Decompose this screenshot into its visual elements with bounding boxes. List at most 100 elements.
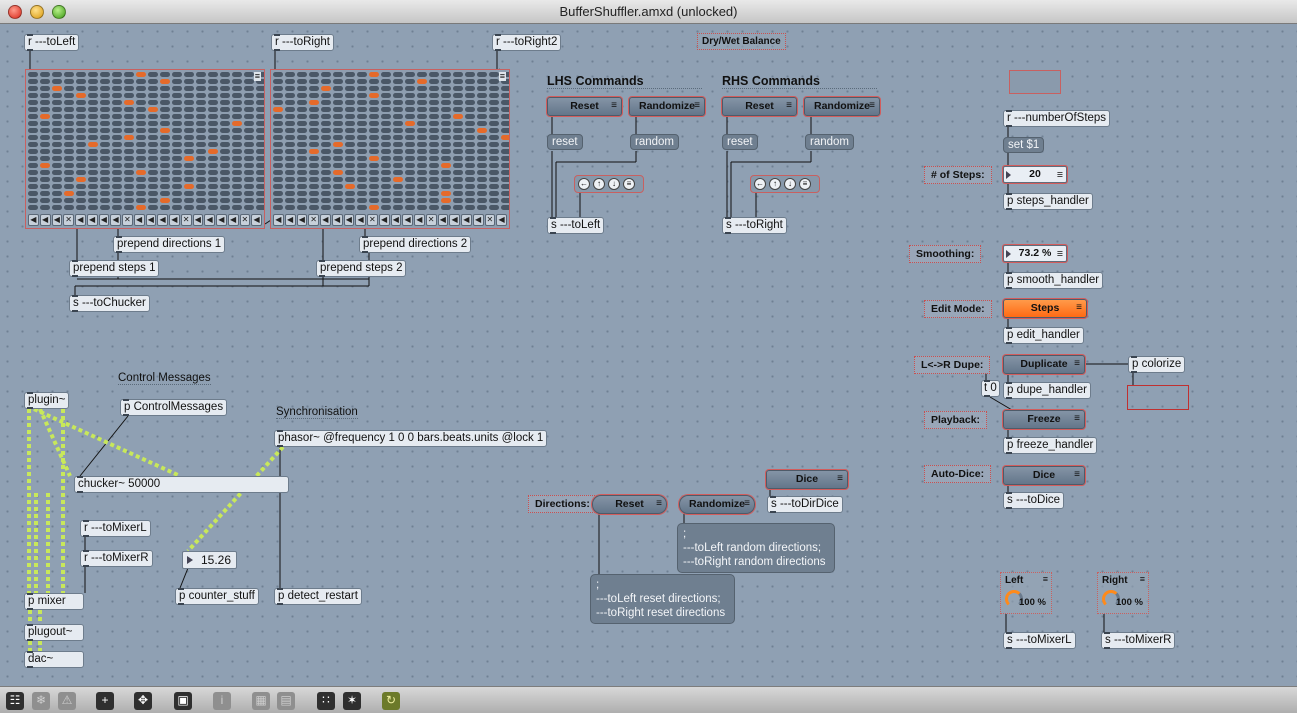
grid-cell[interactable]: [441, 121, 451, 126]
t-0-object[interactable]: t 0: [981, 380, 1000, 397]
grid-cell[interactable]: [333, 128, 343, 133]
grid-cell[interactable]: [465, 79, 475, 84]
grid-cell[interactable]: [160, 72, 170, 77]
grid-cell[interactable]: [232, 205, 242, 210]
grid-cell[interactable]: [88, 184, 98, 189]
grid-cell[interactable]: [148, 170, 158, 175]
grid-cell[interactable]: [357, 198, 367, 203]
grid-cell[interactable]: [273, 79, 283, 84]
grid-cell[interactable]: [321, 205, 331, 210]
grid-cell[interactable]: [232, 149, 242, 154]
grid-cell[interactable]: [64, 170, 74, 175]
grid-cell[interactable]: [501, 114, 509, 119]
grid-cell[interactable]: [285, 135, 295, 140]
grid-cell[interactable]: [381, 163, 391, 168]
plugout-object[interactable]: plugout~: [24, 624, 84, 641]
zoom-window-button[interactable]: [52, 5, 66, 19]
grid-cell[interactable]: [172, 114, 182, 119]
grid-cell[interactable]: [76, 135, 86, 140]
grid-cell[interactable]: [136, 121, 146, 126]
grid-cell[interactable]: [297, 170, 307, 175]
grid-cell[interactable]: [136, 135, 146, 140]
grid-cell[interactable]: [441, 100, 451, 105]
grid-cell[interactable]: [309, 100, 319, 105]
grid-cell[interactable]: [501, 163, 509, 168]
grid-cell[interactable]: [40, 93, 50, 98]
grid-cell[interactable]: [465, 205, 475, 210]
grid-cell[interactable]: [357, 79, 367, 84]
grid-cell[interactable]: [52, 93, 62, 98]
grid-cell[interactable]: [88, 79, 98, 84]
grid-cell[interactable]: [184, 170, 194, 175]
grid-cell[interactable]: [100, 93, 110, 98]
move-icon[interactable]: ✥: [134, 692, 152, 710]
grid-cell[interactable]: [273, 72, 283, 77]
grid-cell[interactable]: [441, 205, 451, 210]
rhs-reset-button[interactable]: Reset≡: [722, 97, 797, 116]
grid-cell[interactable]: [273, 205, 283, 210]
grid-cell[interactable]: [417, 170, 427, 175]
grid-cell[interactable]: [184, 163, 194, 168]
grid-cell[interactable]: [453, 72, 463, 77]
grid-cell[interactable]: [465, 142, 475, 147]
grid-cell[interactable]: [100, 135, 110, 140]
new-object-icon[interactable]: +: [96, 692, 114, 710]
grid-cell[interactable]: [64, 149, 74, 154]
grid-cell[interactable]: [405, 149, 415, 154]
grid-cell[interactable]: [285, 128, 295, 133]
grid-cell[interactable]: [309, 128, 319, 133]
grid-cell[interactable]: [28, 191, 38, 196]
grid-cell[interactable]: [489, 86, 499, 91]
grid-cell[interactable]: [309, 107, 319, 112]
left-gain-knob[interactable]: Left ≡ 100 %: [1000, 572, 1052, 614]
grid-cell[interactable]: [417, 114, 427, 119]
grid-cell[interactable]: [76, 79, 86, 84]
grid-cell[interactable]: [453, 114, 463, 119]
grid-cell[interactable]: [196, 170, 206, 175]
prepend-directions-1-object[interactable]: prepend directions 1: [113, 236, 226, 253]
grid-cell[interactable]: [172, 156, 182, 161]
grid-cell[interactable]: [309, 135, 319, 140]
grid-cell[interactable]: [232, 79, 242, 84]
direction-arrow[interactable]: ◀: [169, 214, 180, 226]
grid-cell[interactable]: [220, 198, 230, 203]
grid-cell[interactable]: [393, 198, 403, 203]
grid-cell[interactable]: [244, 128, 254, 133]
grid-cell[interactable]: [417, 100, 427, 105]
grid-cell[interactable]: [40, 191, 50, 196]
grid-cell[interactable]: [232, 135, 242, 140]
grid-cell[interactable]: [453, 191, 463, 196]
direction-arrow[interactable]: ◀: [273, 214, 284, 226]
grid-cell[interactable]: [321, 177, 331, 182]
grid-cell[interactable]: [184, 198, 194, 203]
grid-cell[interactable]: [441, 72, 451, 77]
down-arrow-icon[interactable]: ↓: [784, 178, 796, 190]
menu-icon[interactable]: ≡: [498, 71, 506, 81]
grid-cell[interactable]: [273, 170, 283, 175]
grid-cell[interactable]: [369, 142, 379, 147]
grid-cell[interactable]: [196, 184, 206, 189]
smoothing-number-box[interactable]: 73.2 %≡: [1003, 245, 1067, 262]
grid-cell[interactable]: [88, 107, 98, 112]
grid-cell[interactable]: [196, 121, 206, 126]
grid-cell[interactable]: [232, 170, 242, 175]
grid-cell[interactable]: [417, 142, 427, 147]
grid-cell[interactable]: [148, 93, 158, 98]
grid-cell[interactable]: [429, 156, 439, 161]
grid-cell[interactable]: [244, 198, 254, 203]
grid-cell[interactable]: [285, 72, 295, 77]
grid-cell[interactable]: [297, 163, 307, 168]
grid-cell[interactable]: [333, 114, 343, 119]
direction-arrow[interactable]: ✕: [484, 214, 496, 226]
grid-cell[interactable]: [220, 191, 230, 196]
s-tomixerl-object[interactable]: s ---toMixerL: [1003, 632, 1076, 649]
grid-cell[interactable]: [273, 128, 283, 133]
r-tomixerr-object[interactable]: r ---toMixerR: [80, 550, 153, 567]
grid-cell[interactable]: [196, 86, 206, 91]
grid-cell[interactable]: [40, 177, 50, 182]
grid-cell[interactable]: [309, 79, 319, 84]
grid-cell[interactable]: [208, 149, 218, 154]
grid-cell[interactable]: [345, 135, 355, 140]
grid-cell[interactable]: [232, 156, 242, 161]
grid-cell[interactable]: [369, 79, 379, 84]
